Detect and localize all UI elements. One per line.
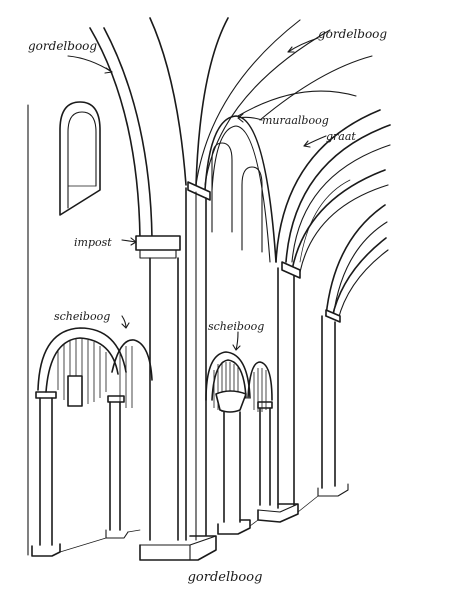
groin-ribs-center bbox=[149, 17, 331, 186]
transverse-arch-front bbox=[89, 27, 153, 239]
wall-arch-middle bbox=[204, 115, 277, 263]
label-gordelboog-left: gordelboog bbox=[28, 39, 97, 53]
vault-ribs-upper bbox=[237, 55, 373, 263]
pier-far-right bbox=[317, 309, 349, 497]
label-muraalboog: muraalboog bbox=[262, 114, 329, 127]
transverse-arch-right bbox=[275, 109, 391, 321]
pier-right bbox=[257, 261, 301, 523]
label-impost: impost bbox=[74, 236, 112, 249]
clerestory-window-middle-a bbox=[211, 142, 233, 233]
label-scheiboog-right: scheiboog bbox=[208, 320, 264, 333]
arcade-left bbox=[31, 327, 153, 557]
arcade-right bbox=[205, 351, 273, 535]
pier-front bbox=[135, 235, 217, 561]
clerestory-window-left bbox=[59, 101, 101, 216]
floor-lines bbox=[59, 495, 319, 553]
label-gordelboog-right: gordelboog bbox=[318, 27, 387, 41]
pier-center bbox=[185, 181, 211, 541]
leader-arrows bbox=[67, 37, 327, 351]
label-scheiboog-left: scheiboog bbox=[54, 310, 110, 323]
clerestory-window-middle-b bbox=[241, 166, 263, 253]
figure-caption: gordelboog bbox=[187, 570, 263, 585]
label-graat: graat bbox=[326, 130, 356, 143]
